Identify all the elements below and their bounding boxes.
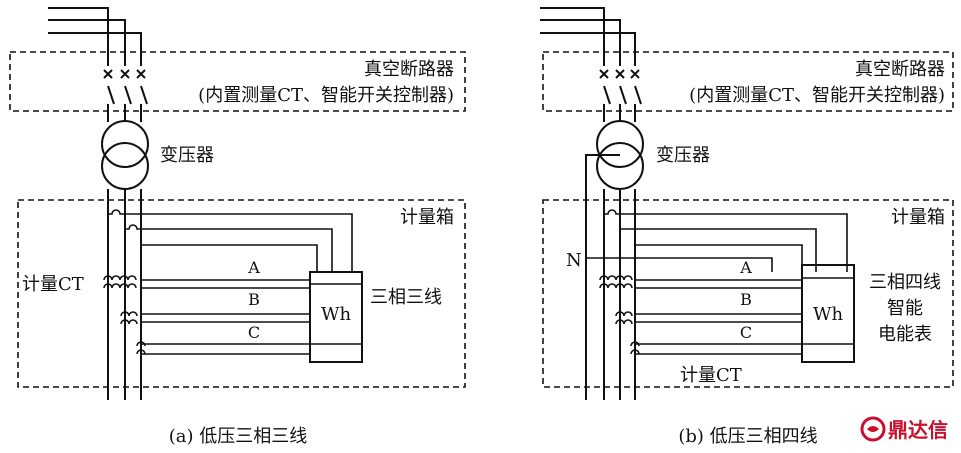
meter-box-label-a: 计量箱 [400,207,454,228]
incoming-lines-a [48,7,142,66]
logo-mark-icon [860,416,886,442]
ct-label-a: 计量CT [22,274,84,295]
secondary-lines-b [585,154,636,400]
breaker-sub-a: (内置测量CT、智能开关控制器) [198,85,454,106]
diagram-b: 真空断路器 (内置测量CT、智能开关控制器) 变压器 计量箱 N [540,7,954,447]
breaker-contacts-b [599,69,642,122]
current-leads-b [635,279,802,355]
phase-a-label-b: A [739,258,752,277]
breaker-contacts-a [103,69,148,122]
phase-c-label-a: C [248,323,260,342]
meter-type-a: 三相三线 [370,287,442,308]
breaker-sub-b: (内置测量CT、智能开关控制器) [689,85,945,106]
caption-a: (a) 低压三相三线 [169,426,308,447]
transformer-b: 变压器 [596,120,710,190]
breaker-box-b [542,51,954,112]
phase-b-label-a: B [248,290,260,309]
incoming-lines-b [540,7,636,66]
phase-c-label-b: C [740,323,752,342]
phase-b-label-b: B [740,290,752,309]
meter-box-a [17,199,466,388]
watermark-text: 鼎达信 [888,418,948,442]
logo-wave-icon [867,426,879,432]
ct-coils-b [599,275,640,355]
meter-box-b [542,199,954,388]
meter-b: Wh [801,264,855,363]
phase-a-label-a: A [247,258,260,277]
current-leads-a [141,279,310,355]
meter-a: Wh [309,271,363,363]
neutral-label-b: N [566,250,582,271]
caption-b: (b) 低压三相四线 [678,426,817,447]
breaker-box-a [9,51,466,112]
meter-label-a: Wh [321,304,352,325]
meter-type-b-line3: 电能表 [878,324,932,345]
ct-coils-a [103,275,146,355]
diagram-a: 真空断路器 (内置测量CT、智能开关控制器) 变压器 计量箱 [9,7,466,447]
transformer-label-b: 变压器 [656,145,710,166]
breaker-title-b: 真空断路器 [855,59,945,80]
breaker-title-a: 真空断路器 [364,59,454,80]
ct-label-b: 计量CT [680,365,742,386]
secondary-lines-a [107,189,142,400]
meter-type-b-line1: 三相四线 [869,272,941,293]
meter-type-b-line2: 智能 [887,298,923,319]
watermark-logo: 鼎达信 [860,416,948,442]
transformer-a: 变压器 [101,120,214,190]
meter-box-label-b: 计量箱 [891,207,945,228]
transformer-label-a: 变压器 [160,145,214,166]
meter-label-b: Wh [813,304,844,325]
voltage-leads-a [108,209,353,272]
voltage-leads-b [586,209,848,272]
